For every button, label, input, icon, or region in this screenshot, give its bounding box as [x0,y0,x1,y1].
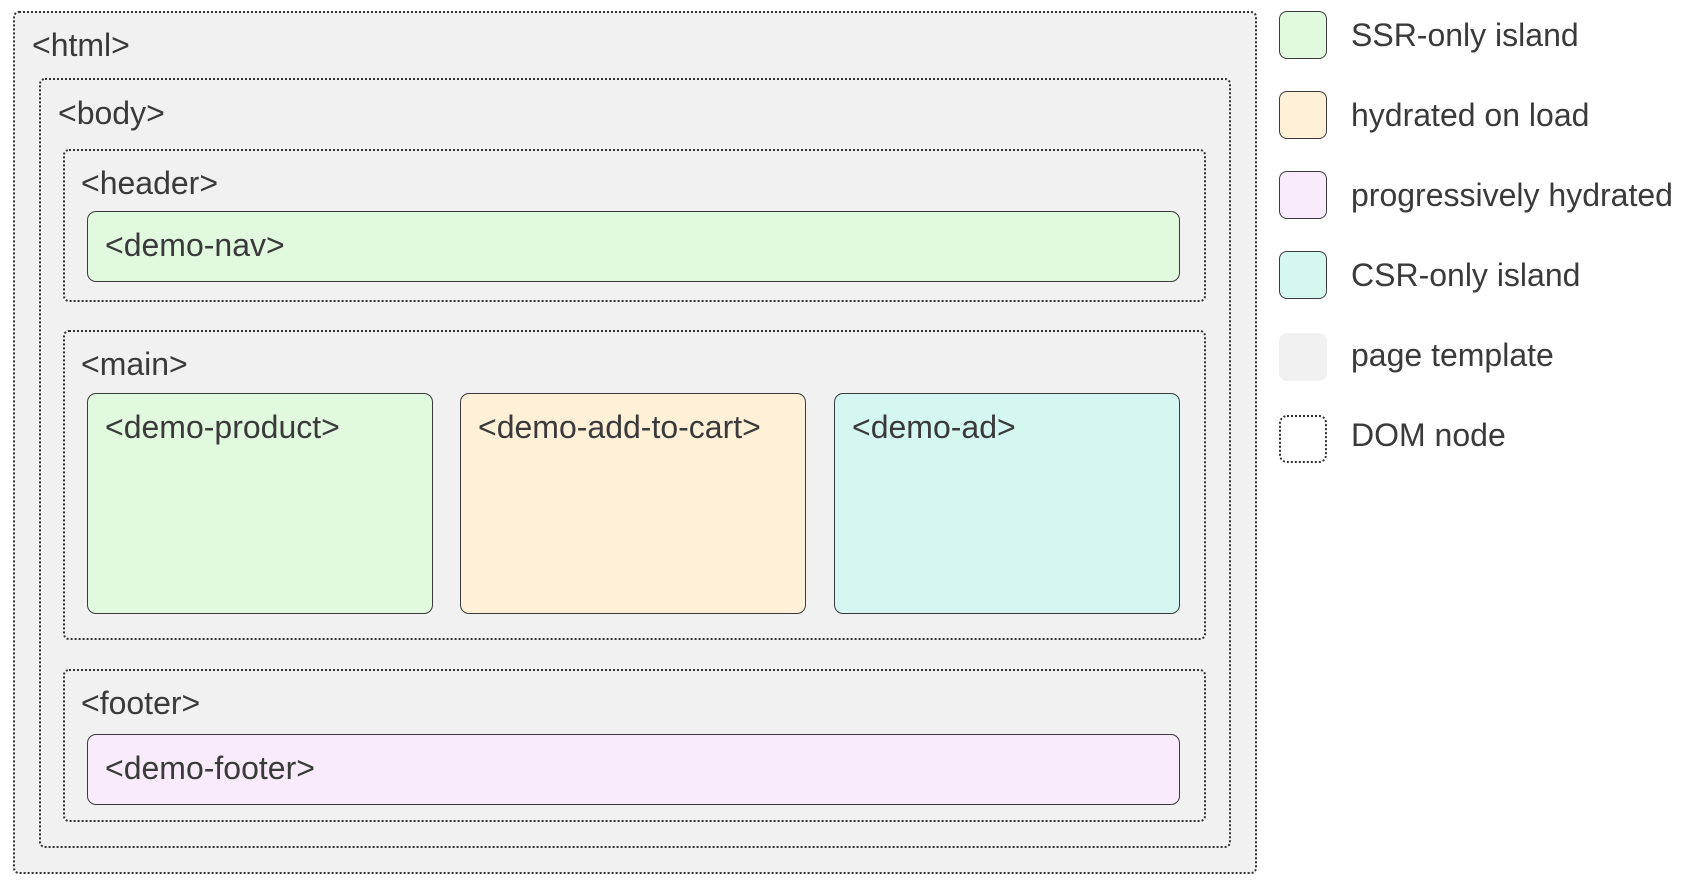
demo-footer-label: <demo-footer> [105,750,315,786]
legend-swatch-page-template [1279,333,1327,381]
header-node-label: <header> [81,165,219,201]
demo-nav-label: <demo-nav> [105,227,285,263]
legend-label-ssr-only: SSR-only island [1351,17,1579,53]
demo-nav-island [87,211,1180,282]
demo-product-label: <demo-product> [105,409,340,445]
html-node-label: <html> [32,27,130,63]
footer-node-label: <footer> [81,685,201,721]
legend-swatch-ssr-only [1279,11,1327,59]
demo-footer-island [87,734,1180,805]
demo-ad-island [834,393,1180,614]
demo-add-to-cart-label: <demo-add-to-cart> [478,409,761,445]
legend-label-progressive: progressively hydrated [1351,177,1673,213]
footer-node [63,669,1206,822]
legend-label-csr-only: CSR-only island [1351,257,1581,293]
main-node-label: <main> [81,346,188,382]
demo-add-to-cart-island [460,393,806,614]
legend-label-hydrated-on-load: hydrated on load [1351,97,1590,133]
legend-swatch-hydrated-on-load [1279,91,1327,139]
body-node [39,78,1231,848]
legend-label-page-template: page template [1351,337,1554,373]
legend-swatch-progressive [1279,171,1327,219]
demo-ad-label: <demo-ad> [852,409,1016,445]
demo-product-island [87,393,433,614]
legend-swatch-dom-node [1279,415,1327,463]
header-node [63,149,1206,302]
main-node [63,330,1206,640]
legend-swatch-csr-only [1279,251,1327,299]
body-node-label: <body> [58,95,165,131]
legend-label-dom-node: DOM node [1351,417,1506,453]
